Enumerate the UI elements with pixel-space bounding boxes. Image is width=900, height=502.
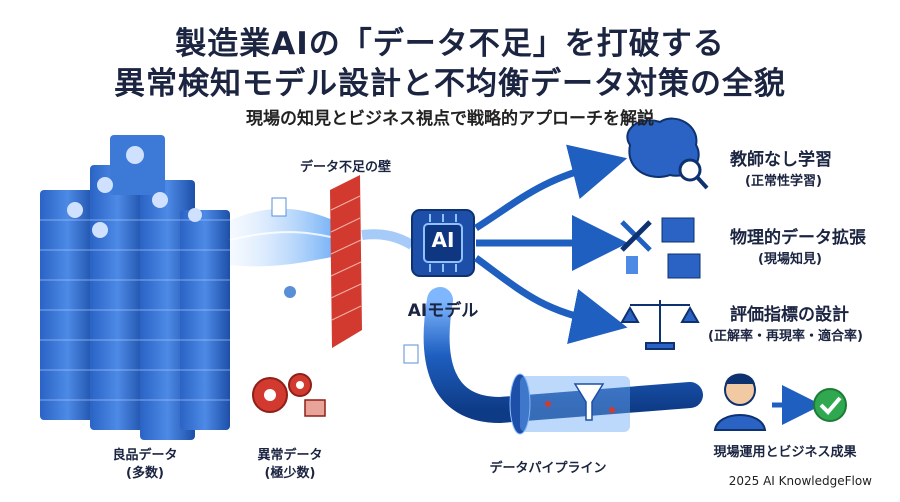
scale-icon <box>620 300 700 350</box>
ai-chip <box>411 209 475 277</box>
good-data-label: 良品データ <box>112 448 178 463</box>
strategy-arrows <box>473 144 628 344</box>
data-shortage-wall <box>330 175 362 348</box>
strategy-1-title: 教師なし学習 <box>730 150 832 170</box>
brain-magnifier-icon <box>626 117 709 190</box>
anomaly-data-note: (極少数) <box>264 466 316 481</box>
main-title-line-1: 製造業AIの「データ不足」を打破する <box>175 26 725 62</box>
data-pipeline <box>403 287 703 435</box>
strategy-2-title: 物理的データ拡張 <box>730 228 866 248</box>
strategy-3-title: 評価指標の設計 <box>730 305 849 325</box>
strategy-1-note: (正常性学習) <box>745 174 822 189</box>
good-data-stacks <box>40 135 230 440</box>
engineer-avatar <box>713 373 767 431</box>
anomaly-data-label: 異常データ <box>257 448 323 463</box>
subtitle: 現場の知見とビジネス視点で戦略的アプローチを解説 <box>246 109 654 129</box>
strategy-2-note: (現場知見) <box>758 252 822 267</box>
strategy-3-note: (正解率・再現率・適合率) <box>708 329 863 344</box>
tools-image-icon <box>620 217 701 279</box>
ai-chip-text: AI <box>431 228 455 252</box>
anomaly-gears-icon <box>252 373 326 417</box>
wall-label: データ不足の壁 <box>300 160 392 175</box>
outcome-label: 現場運用とビジネス成果 <box>713 445 857 460</box>
data-stream <box>229 197 346 298</box>
footer-credit: 2025 AI KnowledgeFlow <box>728 474 872 488</box>
good-data-note: (多数) <box>126 466 164 481</box>
ai-model-label: AIモデル <box>407 301 479 321</box>
gear-icon <box>67 146 202 238</box>
main-title-line-2: 異常検知モデル設計と不均衡データ対策の全貌 <box>114 66 786 102</box>
pipeline-label: データパイプライン <box>489 461 607 476</box>
check-icon <box>813 388 847 422</box>
